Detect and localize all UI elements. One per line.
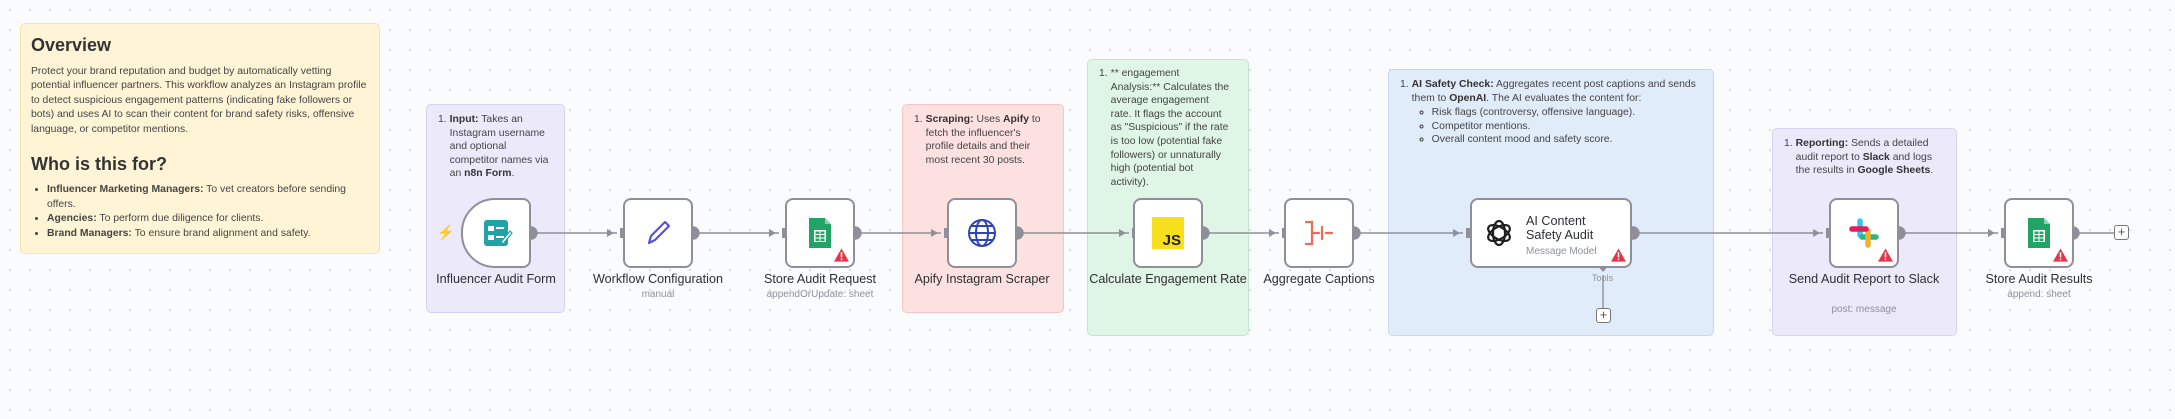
node-subtitle: appendOrUpdate: sheet <box>766 289 874 300</box>
lightning-icon: ⚡ <box>437 224 455 240</box>
reporting-note-text: 1. Reporting: Sends a detailed audit rep… <box>1784 138 1934 177</box>
form-icon <box>484 220 513 246</box>
ai-node-subtitle: Message Model <box>1526 246 1597 257</box>
warning-icon <box>1611 248 1626 262</box>
audience-item: Influencer Marketing Managers: To vet cr… <box>47 183 369 212</box>
node-label: Apify Instagram Scraper <box>914 272 1050 286</box>
who-title: Who is this for? <box>31 154 167 175</box>
node-subtitle: post: message <box>1831 304 1897 315</box>
engagement-note[interactable]: 1. ** engagement Analysis:** Calculates … <box>1087 59 1249 336</box>
ai-content-safety-audit-node[interactable]: AI Content Safety Audit Message Model <box>1470 198 1632 268</box>
overview-description: Protect your brand reputation and budget… <box>31 66 367 135</box>
node-label: Calculate Engagement Rate <box>1089 272 1247 286</box>
ai-check-item: Competitor mentions. <box>1432 120 1703 134</box>
google-sheets-icon <box>809 218 831 248</box>
google-sheets-icon <box>2028 218 2050 248</box>
ai-node-title: AI Content Safety Audit <box>1526 214 1594 242</box>
javascript-icon: JS <box>1152 217 1184 249</box>
ai-check-item: Risk flags (controversy, offensive langu… <box>1432 106 1703 120</box>
reporting-note[interactable]: 1. Reporting: Sends a detailed audit rep… <box>1772 128 1957 336</box>
add-node-plus-icon[interactable]: + <box>2114 225 2129 240</box>
apify-instagram-scraper-node[interactable] <box>947 198 1017 268</box>
node-label: Influencer Audit Form <box>436 272 556 286</box>
node-label: Send Audit Report to Slack <box>1788 272 1940 286</box>
ai-check-note-text: 1. AI Safety Check: Aggregates recent po… <box>1400 78 1703 147</box>
pen-icon <box>647 220 671 245</box>
aggregate-icon <box>1304 220 1334 246</box>
overview-title: Overview <box>31 35 112 55</box>
audience-item: Agencies: To perform due diligence for c… <box>47 212 369 227</box>
openai-icon <box>1487 219 1511 247</box>
node-subtitle: append: sheet <box>2007 289 2071 300</box>
send-audit-report-slack-node[interactable] <box>1829 198 1899 268</box>
node-label: Aggregate Captions <box>1263 272 1375 286</box>
warning-icon <box>1878 248 1893 262</box>
store-audit-request-node[interactable] <box>785 198 855 268</box>
node-label: Workflow Configuration <box>593 272 723 286</box>
workflow-configuration-node[interactable] <box>623 198 693 268</box>
aggregate-captions-node[interactable] <box>1284 198 1354 268</box>
audience-list: Influencer Marketing Managers: To vet cr… <box>47 183 369 241</box>
ai-check-item: Overall content mood and safety score. <box>1432 133 1703 147</box>
slack-icon <box>1849 218 1879 248</box>
influencer-audit-form-node[interactable] <box>461 198 531 268</box>
node-label: Store Audit Results <box>1985 272 2093 286</box>
add-tool-plus-icon[interactable]: + <box>1596 308 1611 323</box>
audience-item: Brand Managers: To ensure brand alignmen… <box>47 227 369 242</box>
calculate-engagement-rate-node[interactable]: JS <box>1133 198 1203 268</box>
store-audit-results-node[interactable] <box>2004 198 2074 268</box>
overview-note[interactable]: Overview Protect your brand reputation a… <box>20 23 380 254</box>
warning-icon <box>2053 248 2068 262</box>
scraping-note-text: 1. Scraping: Uses Apify to fetch the inf… <box>914 114 1041 166</box>
globe-icon <box>968 219 996 247</box>
warning-icon <box>834 248 849 262</box>
node-label: Store Audit Request <box>763 272 876 286</box>
svg-text:JS: JS <box>1163 232 1181 249</box>
tools-label: Tools <box>1592 273 1614 283</box>
ai-check-note[interactable]: 1. AI Safety Check: Aggregates recent po… <box>1388 69 1714 336</box>
input-note-text: 1. Input: Takes an Instagram username an… <box>438 114 549 180</box>
node-subtitle: manual <box>641 289 675 300</box>
engagement-note-text: 1. ** engagement Analysis:** Calculates … <box>1099 68 1230 188</box>
